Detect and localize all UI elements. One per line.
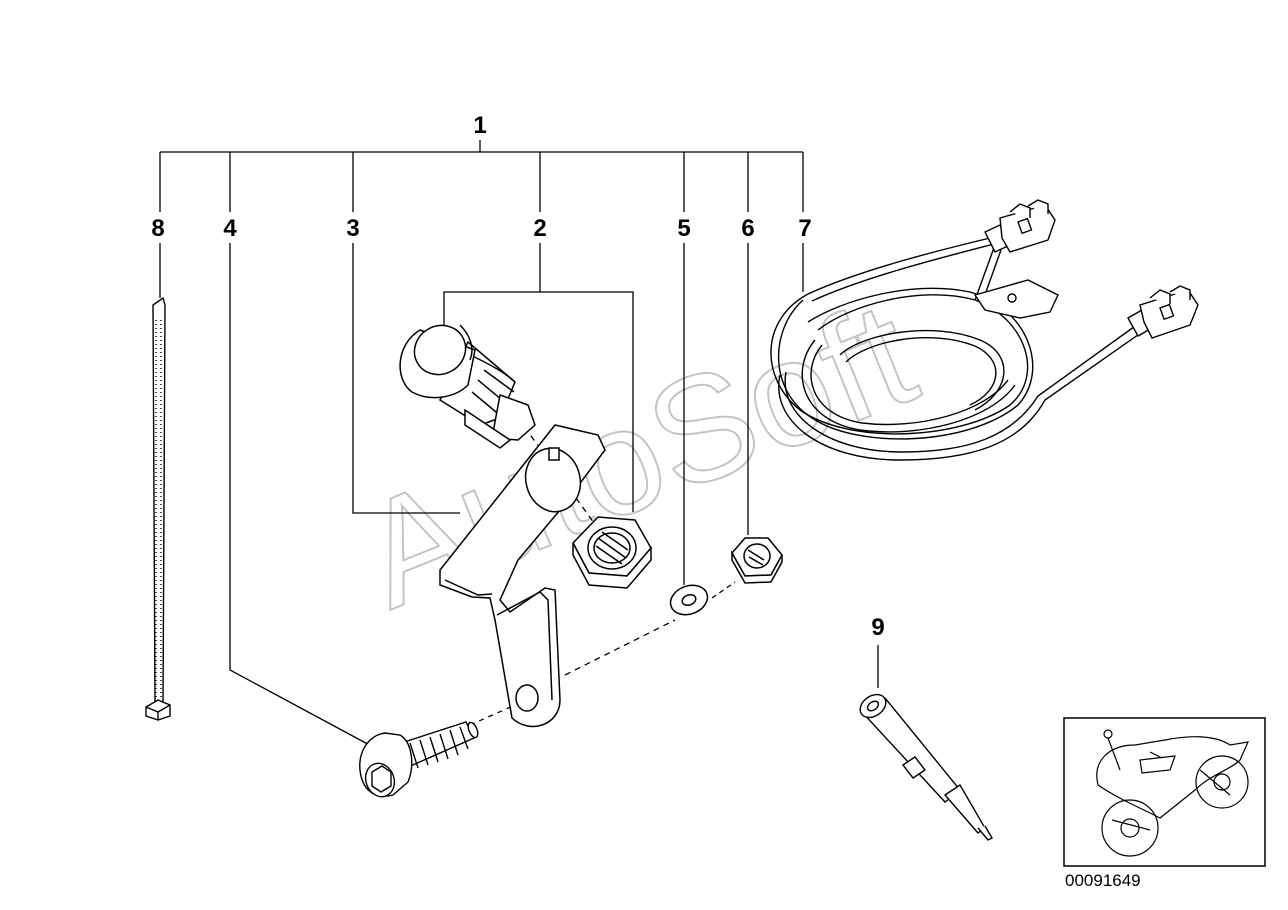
diagram-number: 00091649 bbox=[1065, 871, 1141, 890]
plug-pin bbox=[859, 693, 993, 841]
mounting-bracket bbox=[439, 424, 606, 728]
socket-hex-nut bbox=[572, 516, 652, 589]
hex-nut bbox=[731, 537, 783, 584]
cable-harness bbox=[770, 237, 1146, 461]
power-socket bbox=[399, 324, 536, 449]
callout-labels: 1 8 4 3 2 5 6 7 9 bbox=[151, 112, 884, 641]
leader-2-bracket bbox=[443, 291, 634, 512]
leader-5b bbox=[564, 619, 676, 676]
socket-bolt bbox=[359, 721, 479, 798]
callout-6: 6 bbox=[741, 215, 754, 242]
leader-4b bbox=[469, 704, 516, 726]
callout-3: 3 bbox=[346, 215, 359, 242]
cable-connector-right bbox=[1127, 285, 1199, 339]
leader-6b bbox=[711, 581, 736, 599]
callout-4: 4 bbox=[223, 215, 237, 242]
thumbnail-frame bbox=[1063, 717, 1266, 867]
washer bbox=[669, 584, 709, 616]
watermark-text: AutoSoft bbox=[339, 268, 935, 639]
cable-tie bbox=[145, 296, 171, 721]
callout-2: 2 bbox=[533, 215, 546, 242]
cable-connector-top bbox=[984, 199, 1056, 253]
leader-lines bbox=[159, 140, 879, 749]
callout-7: 7 bbox=[798, 215, 811, 242]
callout-8: 8 bbox=[151, 215, 164, 242]
callout-9: 9 bbox=[871, 614, 884, 641]
leader-3 bbox=[352, 243, 460, 514]
callout-5: 5 bbox=[677, 215, 690, 242]
cable-clip bbox=[973, 279, 1059, 319]
leader-4 bbox=[229, 243, 376, 749]
motorcycle-thumbnail bbox=[1063, 717, 1266, 867]
callout-1: 1 bbox=[473, 112, 486, 139]
